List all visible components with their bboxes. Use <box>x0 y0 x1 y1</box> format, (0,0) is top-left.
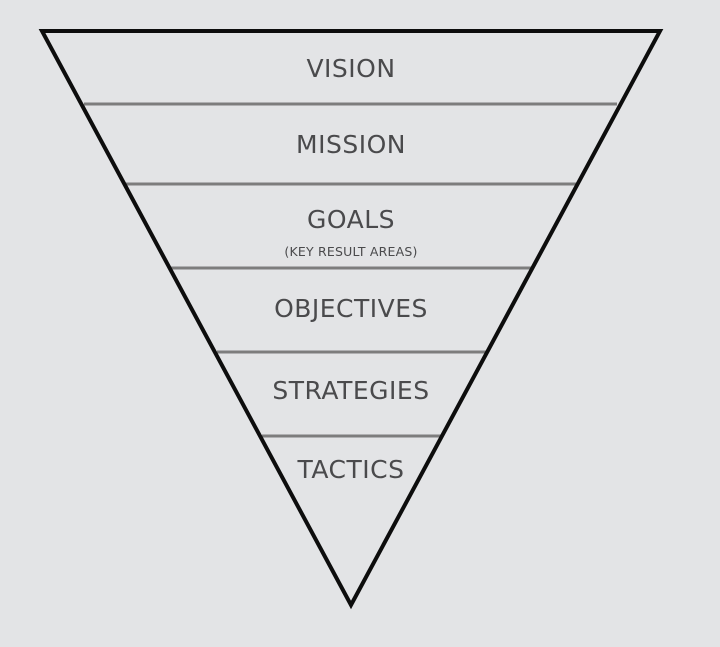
layer-goals-sublabel: (KEY RESULT AREAS) <box>284 244 418 259</box>
layer-objectives-label: OBJECTIVES <box>274 294 428 323</box>
layer-mission-label: MISSION <box>296 130 406 159</box>
pyramid-dividers <box>84 102 617 438</box>
pyramid-outline <box>38 29 664 610</box>
layer-vision-label: VISION <box>306 54 396 83</box>
layer-goals-label: GOALS <box>306 205 395 234</box>
layer-tactics-label: TACTICS <box>297 455 405 484</box>
layer-strategies-label: STRATEGIES <box>272 376 430 405</box>
